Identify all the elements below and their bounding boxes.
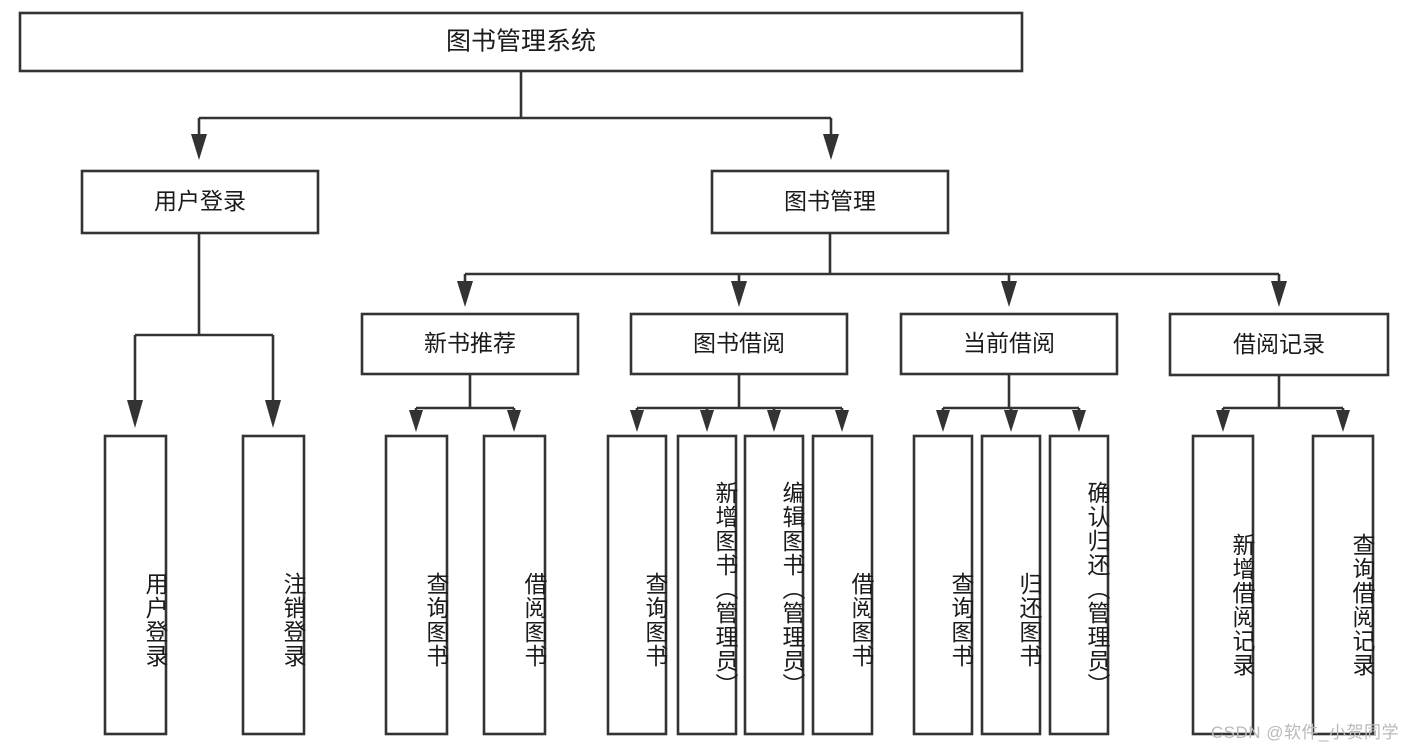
connector-group-book-borrow-to-leaves — [630, 374, 849, 432]
arrow-head-leaf-return-book — [1004, 410, 1018, 432]
arrow-head-leaf-user-login — [127, 400, 143, 428]
arrow-head-leaf-query-book-2 — [630, 410, 644, 432]
leaf-box-borrow-book-1[interactable] — [482, 434, 547, 736]
leaf-box-borrow-book-2[interactable] — [811, 434, 874, 736]
node-new-book-rec-label: 新书推荐 — [424, 330, 516, 356]
node-user-login-box[interactable] — [80, 169, 320, 235]
leaf-box-confirm-return[interactable] — [1048, 434, 1110, 736]
arrow-head-new-book-rec — [457, 281, 473, 307]
node-user-login-label: 用户登录 — [154, 188, 246, 214]
connector-group-root-to-level2 — [191, 71, 839, 160]
node-book-manage-box[interactable] — [710, 169, 950, 235]
connector-group-book-manage-to-level3 — [457, 233, 1287, 307]
arrow-head-book-manage — [823, 134, 839, 160]
node-book-borrow[interactable]: 图书借阅 — [629, 312, 849, 376]
node-new-book-rec-box[interactable] — [360, 312, 580, 376]
arrow-head-leaf-query-book-3 — [936, 410, 950, 432]
leaf-box-query-book-1[interactable] — [384, 434, 449, 736]
connector-group-new-book-rec-to-leaves — [409, 374, 521, 432]
node-book-borrow-label: 图书借阅 — [693, 330, 785, 356]
node-book-manage[interactable]: 图书管理 — [710, 169, 950, 235]
leaf-box-logout[interactable] — [241, 434, 306, 736]
node-borrow-record[interactable]: 借阅记录 — [1168, 312, 1390, 377]
csdn-watermark: CSDN @软件_小贺同学 — [1210, 723, 1399, 742]
connector-group-user-login-to-leaves — [127, 233, 281, 428]
connector-group-borrow-record-to-leaves — [1216, 375, 1350, 432]
node-new-book-rec[interactable]: 新书推荐 — [360, 312, 580, 376]
node-borrow-record-label: 借阅记录 — [1233, 331, 1325, 357]
node-current-borrow-label: 当前借阅 — [963, 330, 1055, 356]
arrow-head-leaf-logout — [265, 400, 281, 428]
leaf-box-query-record[interactable] — [1311, 434, 1375, 736]
arrow-head-leaf-add-record — [1216, 410, 1230, 432]
leaf-box-add-book[interactable] — [676, 434, 738, 736]
arrow-head-leaf-query-record — [1336, 410, 1350, 432]
connector-group-current-borrow-to-leaves — [936, 374, 1086, 432]
leaf-box-query-book-2[interactable] — [606, 434, 668, 736]
node-user-login[interactable]: 用户登录 — [80, 169, 320, 235]
arrow-head-user-login — [191, 134, 207, 160]
arrow-head-leaf-query-book-1 — [409, 410, 423, 432]
leaf-box-add-record[interactable] — [1191, 434, 1255, 736]
arrow-head-current-borrow — [1001, 281, 1017, 307]
node-book-borrow-box[interactable] — [629, 312, 849, 376]
leaf-boxes — [103, 434, 1375, 736]
node-current-borrow-box[interactable] — [899, 312, 1119, 376]
node-root-label: 图书管理系统 — [446, 28, 596, 56]
arrow-head-leaf-add-book — [700, 410, 714, 432]
arrow-head-leaf-borrow-book-1 — [507, 410, 521, 432]
arrow-head-book-borrow — [731, 281, 747, 307]
leaf-box-return-book[interactable] — [980, 434, 1042, 736]
leaf-box-user-login[interactable] — [103, 434, 168, 736]
node-root[interactable]: 图书管理系统 — [18, 11, 1024, 73]
node-root-box[interactable] — [18, 11, 1024, 73]
node-borrow-record-box[interactable] — [1168, 312, 1390, 377]
leaf-box-edit-book[interactable] — [743, 434, 805, 736]
leaf-box-query-book-3[interactable] — [912, 434, 974, 736]
arrow-head-borrow-record — [1271, 281, 1287, 307]
node-book-manage-label: 图书管理 — [784, 188, 876, 214]
arrow-head-leaf-edit-book — [767, 410, 781, 432]
node-current-borrow[interactable]: 当前借阅 — [899, 312, 1119, 376]
arrow-head-leaf-confirm-return — [1072, 410, 1086, 432]
arrow-head-leaf-borrow-book-2 — [835, 410, 849, 432]
